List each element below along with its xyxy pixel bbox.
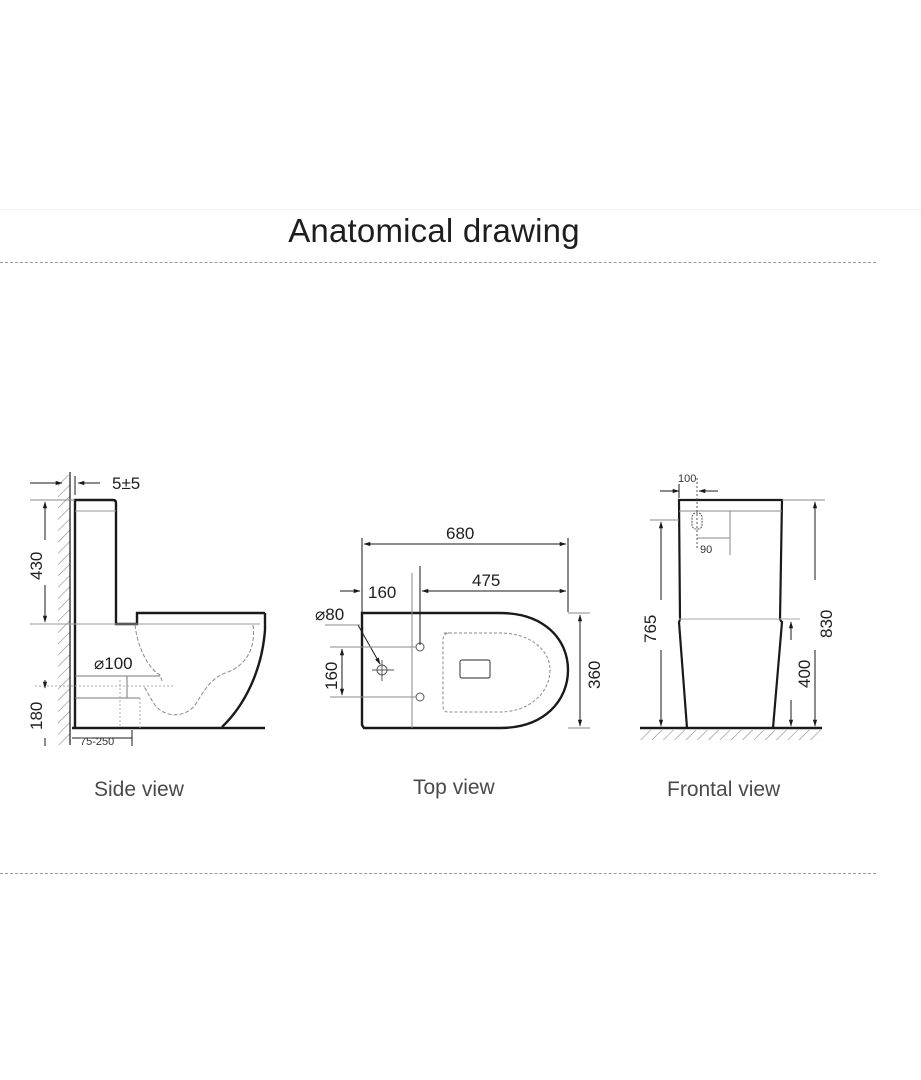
caption-frontal-view: Frontal view [667, 778, 781, 801]
top-view-drawing: 680 475 160 ⌀80 160 360 [315, 524, 604, 730]
side-view-drawing: 5±5 430 ⌀100 180 75-250 [27, 472, 267, 748]
dim-drain-diameter: ⌀80 [315, 605, 344, 624]
dim-wall-offset: 75-250 [80, 736, 114, 748]
dim-width: 360 [585, 661, 604, 689]
dim-inlet-depth: 90 [700, 544, 712, 556]
top-divider [0, 209, 921, 210]
dim-outlet-diameter: ⌀100 [94, 654, 133, 673]
dim-total-length: 680 [446, 524, 474, 543]
dim-outlet-height: 180 [27, 702, 46, 730]
frontal-view-drawing: 90 100 765 400 830 [640, 473, 836, 740]
dim-bolt-spacing: 160 [322, 662, 341, 690]
dim-tank-height: 430 [27, 552, 46, 580]
dim-seat-height: 400 [795, 660, 814, 688]
dim-inlet-offset: 100 [678, 473, 696, 485]
caption-side-view: Side view [94, 778, 184, 801]
bottom-dashed-rule [0, 873, 876, 874]
dim-tank-inlet-height: 765 [641, 615, 660, 643]
wall-hatch [58, 475, 70, 745]
dim-rear-offset: 160 [368, 583, 396, 602]
dim-total-height: 830 [817, 610, 836, 638]
dim-bowl-length: 475 [472, 571, 500, 590]
title-dashed-rule [0, 262, 876, 263]
caption-top-view: Top view [413, 776, 495, 799]
dim-wall-gap: 5±5 [112, 474, 140, 493]
page-title: Anatomical drawing [288, 212, 580, 249]
